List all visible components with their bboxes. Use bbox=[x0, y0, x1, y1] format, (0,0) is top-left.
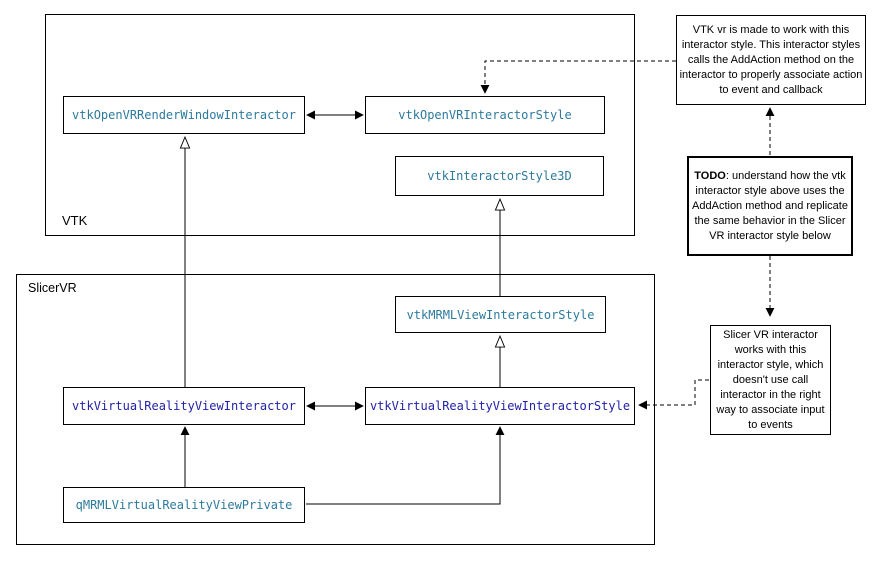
note-text: TODO: understand how the vtk interactor … bbox=[691, 169, 849, 244]
note-todo-bold: TODO bbox=[694, 169, 726, 182]
class-node-vtkOpenVRInteractorStyle[interactable]: vtkOpenVRInteractorStyle bbox=[365, 96, 605, 134]
group-label-slicervr: SlicerVR bbox=[28, 281, 77, 295]
note-slicer-vr-interactor[interactable]: Slicer VR interactor works with this int… bbox=[710, 325, 831, 435]
class-node-vtkVirtualRealityViewInteractorStyle[interactable]: vtkVirtualRealityViewInteractorStyle bbox=[365, 387, 635, 425]
class-node-vtkMRMLViewInteractorStyle[interactable]: vtkMRMLViewInteractorStyle bbox=[395, 296, 606, 333]
group-label-vtk: VTK bbox=[62, 213, 88, 228]
note-vtk-interactor-style[interactable]: VTK vr is made to work with this interac… bbox=[676, 15, 866, 105]
class-node-qMRMLVirtualRealityViewPrivate[interactable]: qMRMLVirtualRealityViewPrivate bbox=[63, 487, 305, 523]
note-text: VTK vr is made to work with this interac… bbox=[679, 23, 863, 96]
class-node-vtkVirtualRealityViewInteractor[interactable]: vtkVirtualRealityViewInteractor bbox=[63, 387, 305, 425]
note-text: Slicer VR interactor works with this int… bbox=[716, 328, 825, 431]
class-label: vtkOpenVRRenderWindowInteractor bbox=[72, 108, 296, 122]
class-node-vtkInteractorStyle3D[interactable]: vtkInteractorStyle3D bbox=[395, 156, 604, 196]
class-node-vtkOpenVRRenderWindowInteractor[interactable]: vtkOpenVRRenderWindowInteractor bbox=[63, 96, 305, 134]
group-container-vtk[interactable]: VTK bbox=[45, 14, 635, 236]
note-todo[interactable]: TODO: understand how the vtk interactor … bbox=[687, 156, 853, 256]
class-label: vtkVirtualRealityViewInteractor bbox=[72, 399, 296, 413]
class-label: vtkVirtualRealityViewInteractorStyle bbox=[369, 399, 631, 413]
group-container-slicervr[interactable]: SlicerVR bbox=[16, 274, 655, 545]
class-label: qMRMLVirtualRealityViewPrivate bbox=[75, 498, 293, 512]
note-todo-rest: : understand how the vtk interactor styl… bbox=[692, 169, 848, 242]
class-label: vtkMRMLViewInteractorStyle bbox=[406, 307, 595, 322]
class-label: vtkOpenVRInteractorStyle bbox=[398, 108, 572, 122]
class-label: vtkInteractorStyle3D bbox=[427, 169, 572, 183]
